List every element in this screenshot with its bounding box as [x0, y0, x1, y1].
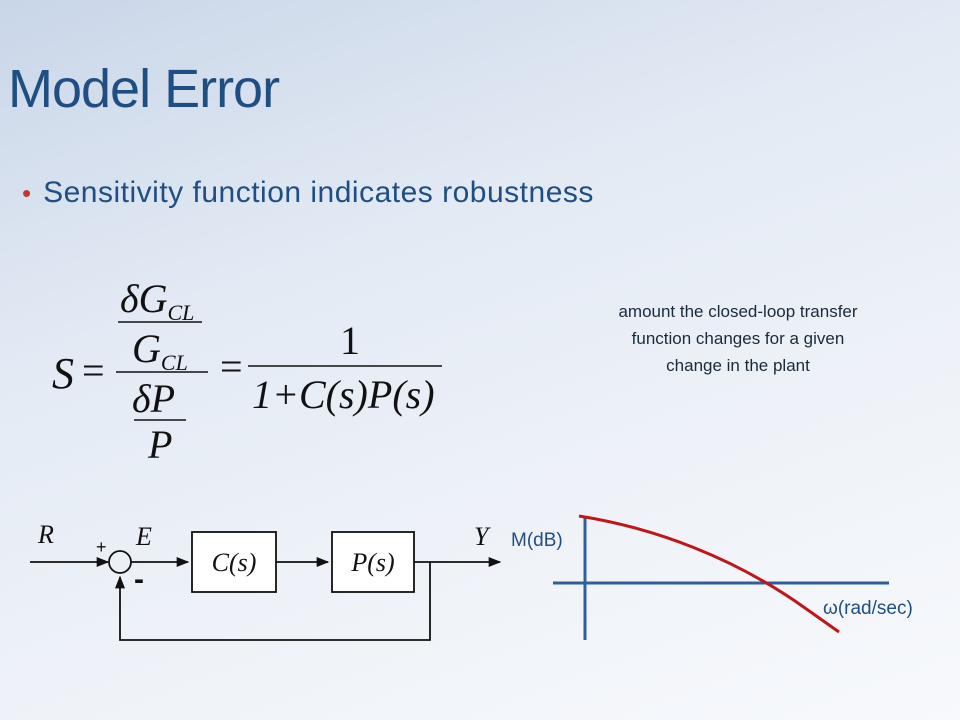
equation-rhs-denominator: 1+C(s)P(s)	[252, 372, 435, 417]
summing-junction	[108, 550, 132, 574]
bullet-dot-icon: •	[22, 178, 32, 208]
bullet-text: Sensitivity function indicates robustnes…	[43, 176, 594, 209]
error-label: E	[135, 522, 152, 551]
bullet-item: • Sensitivity function indicates robustn…	[22, 176, 594, 210]
feedback-path	[114, 562, 431, 641]
bode-ylabel: M(dB)	[511, 530, 563, 551]
plus-sign: +	[96, 537, 107, 557]
sensitivity-equation: S = δGCL GCL δP P = 1 1+C(s)P(s)	[52, 276, 442, 467]
bode-xlabel: ω(rad/sec)	[823, 598, 913, 619]
feedback-block-diagram: R E Y + - C(s) P(s)	[30, 520, 502, 641]
output-label: Y	[474, 522, 491, 551]
equation-denominator-top: δP	[132, 376, 175, 421]
note-line-1: amount the closed-loop transfer	[618, 302, 858, 321]
equation-equals-1: =	[82, 348, 105, 393]
equation-numerator-bottom: GCL	[132, 326, 188, 375]
controller-block	[191, 531, 277, 593]
plant-block	[331, 531, 415, 593]
plant-label: P(s)	[350, 548, 394, 577]
sensitivity-magnitude-plot: M(dB) ω(rad/sec)	[511, 514, 913, 640]
note-line-2: function changes for a given	[631, 329, 845, 348]
note-line-3: change in the plant	[666, 356, 810, 375]
bode-magnitude-curve	[578, 514, 840, 634]
input-label: R	[37, 520, 54, 549]
equation-numerator-top: δGCL	[120, 276, 194, 325]
equation-equals-2: =	[220, 344, 243, 389]
equation-denominator-bottom: P	[147, 422, 172, 467]
minus-sign: -	[134, 563, 144, 596]
sensitivity-note: amount the closed-loop transfer function…	[548, 298, 928, 379]
equation-lhs: S	[52, 349, 74, 398]
controller-label: C(s)	[212, 548, 257, 577]
equation-rhs-numerator: 1	[340, 318, 360, 363]
slide-title: Model Error	[8, 59, 280, 119]
